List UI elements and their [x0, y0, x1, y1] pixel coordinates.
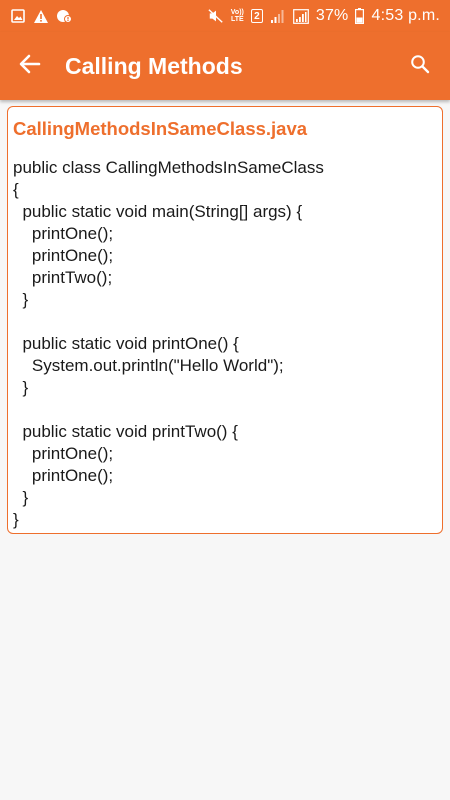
app-bar: Calling Methods	[0, 32, 450, 100]
volte-icon: Vo)) LTE	[231, 9, 244, 23]
code-line: public static void printOne() {	[13, 334, 239, 353]
sim-badge: 2	[254, 10, 260, 22]
code-line: }	[13, 378, 29, 397]
code-line: }	[13, 290, 29, 309]
code-line: }	[13, 510, 19, 529]
search-icon	[410, 54, 430, 79]
code-line: }	[13, 488, 29, 507]
signal-2-icon	[292, 8, 309, 24]
sync-alert-icon	[56, 8, 72, 24]
code-line: public static void main(String[] args) {	[13, 202, 303, 221]
file-name: CallingMethodsInSameClass.java	[13, 118, 308, 139]
code-line: System.out.println("Hello World");	[13, 356, 284, 375]
mute-icon	[208, 8, 224, 24]
code-line	[13, 311, 437, 333]
battery-icon	[355, 8, 365, 24]
code-line: {	[13, 180, 19, 199]
signal-icon	[270, 8, 286, 24]
page-title: Calling Methods	[65, 52, 243, 79]
code-line	[13, 399, 437, 421]
volte-line1: Vo))	[230, 9, 244, 16]
battery-percent: 37%	[315, 7, 349, 24]
back-arrow-icon	[19, 54, 41, 79]
volte-line2: LTE	[230, 16, 244, 23]
status-bar: Vo)) LTE 2 37% 4:53 p.m.	[0, 0, 450, 32]
search-button[interactable]	[390, 32, 450, 100]
code-line: public static void printTwo() {	[13, 422, 238, 441]
code-line: printOne();	[13, 444, 114, 463]
code-line: printTwo();	[13, 268, 113, 287]
code-line: printOne();	[13, 224, 114, 243]
clock: 4:53 p.m.	[371, 7, 440, 24]
code-line: printOne();	[13, 246, 114, 265]
code-line: printOne();	[13, 466, 114, 485]
back-button[interactable]	[0, 32, 60, 100]
gallery-icon	[10, 8, 26, 24]
status-right: Vo)) LTE 2 37% 4:53 p.m.	[208, 7, 440, 25]
code-line: public class CallingMethodsInSameClass	[13, 158, 324, 177]
code-block: public class CallingMethodsInSameClass {…	[13, 157, 437, 531]
sim-2-icon: 2	[250, 9, 263, 23]
warning-icon	[33, 8, 49, 24]
status-left	[10, 8, 72, 24]
code-card: CallingMethodsInSameClass.java public cl…	[7, 106, 443, 534]
